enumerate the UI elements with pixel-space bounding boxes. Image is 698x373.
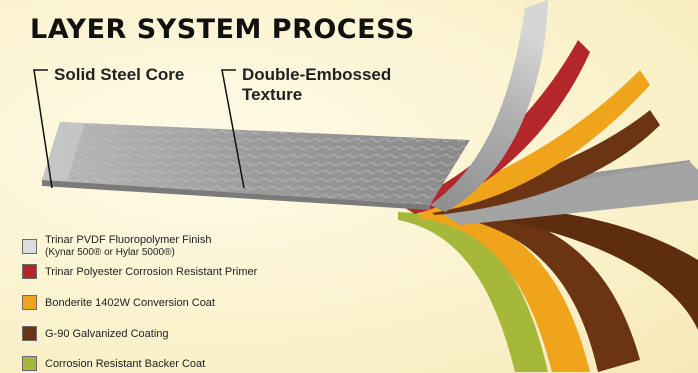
legend-item-backer: Corrosion Resistant Backer Coat: [22, 356, 342, 371]
layer-steel-right: [430, 162, 698, 225]
diagram-title: LAYER SYSTEM PROCESS: [30, 14, 415, 45]
layer-pvdf-curl: [430, 0, 548, 212]
layer-galvanized-lower: [440, 206, 640, 372]
legend-swatch: [22, 326, 37, 341]
legend-swatch: [22, 264, 37, 279]
legend-item-galvanized: G-90 Galvanized Coating: [22, 326, 342, 341]
layer-conversion-coat-lower: [420, 210, 590, 372]
legend-swatch: [22, 295, 37, 310]
steel-sheet-texture: [42, 122, 470, 205]
layer-primer-curl: [400, 40, 590, 214]
steel-sheet-light-band: [42, 122, 85, 181]
callout-double-embossed-texture: Double-Embossed Texture: [242, 65, 391, 105]
legend-swatch: [22, 239, 37, 254]
legend-label: G-90 Galvanized Coating: [45, 327, 169, 340]
legend-label: Bonderite 1402W Conversion Coat: [45, 296, 215, 309]
callout-texture-line2: Texture: [242, 85, 303, 104]
legend-label: Corrosion Resistant Backer Coat: [45, 357, 206, 370]
callout-solid-steel-core: Solid Steel Core: [54, 65, 184, 85]
layer-galvanized-right: [470, 207, 698, 330]
legend-label: Trinar Polyester Corrosion Resistant Pri…: [45, 265, 258, 278]
legend-item-conversion: Bonderite 1402W Conversion Coat: [22, 295, 342, 310]
callout-texture-line1: Double-Embossed: [242, 65, 392, 84]
callout-core-leader: [33, 69, 53, 189]
callout-core-label: Solid Steel Core: [54, 65, 185, 84]
legend-item-pvdf: Trinar PVDF Fluoropolymer Finish (Kynar …: [22, 234, 342, 259]
legend-swatch: [22, 356, 37, 371]
legend-item-primer: Trinar Polyester Corrosion Resistant Pri…: [22, 264, 342, 279]
steel-sheet-edge: [42, 180, 430, 210]
legend-label: Trinar PVDF Fluoropolymer Finish (Kynar …: [45, 234, 212, 258]
layer-backer-coat: [398, 212, 548, 372]
callout-texture-leader: [221, 69, 245, 189]
